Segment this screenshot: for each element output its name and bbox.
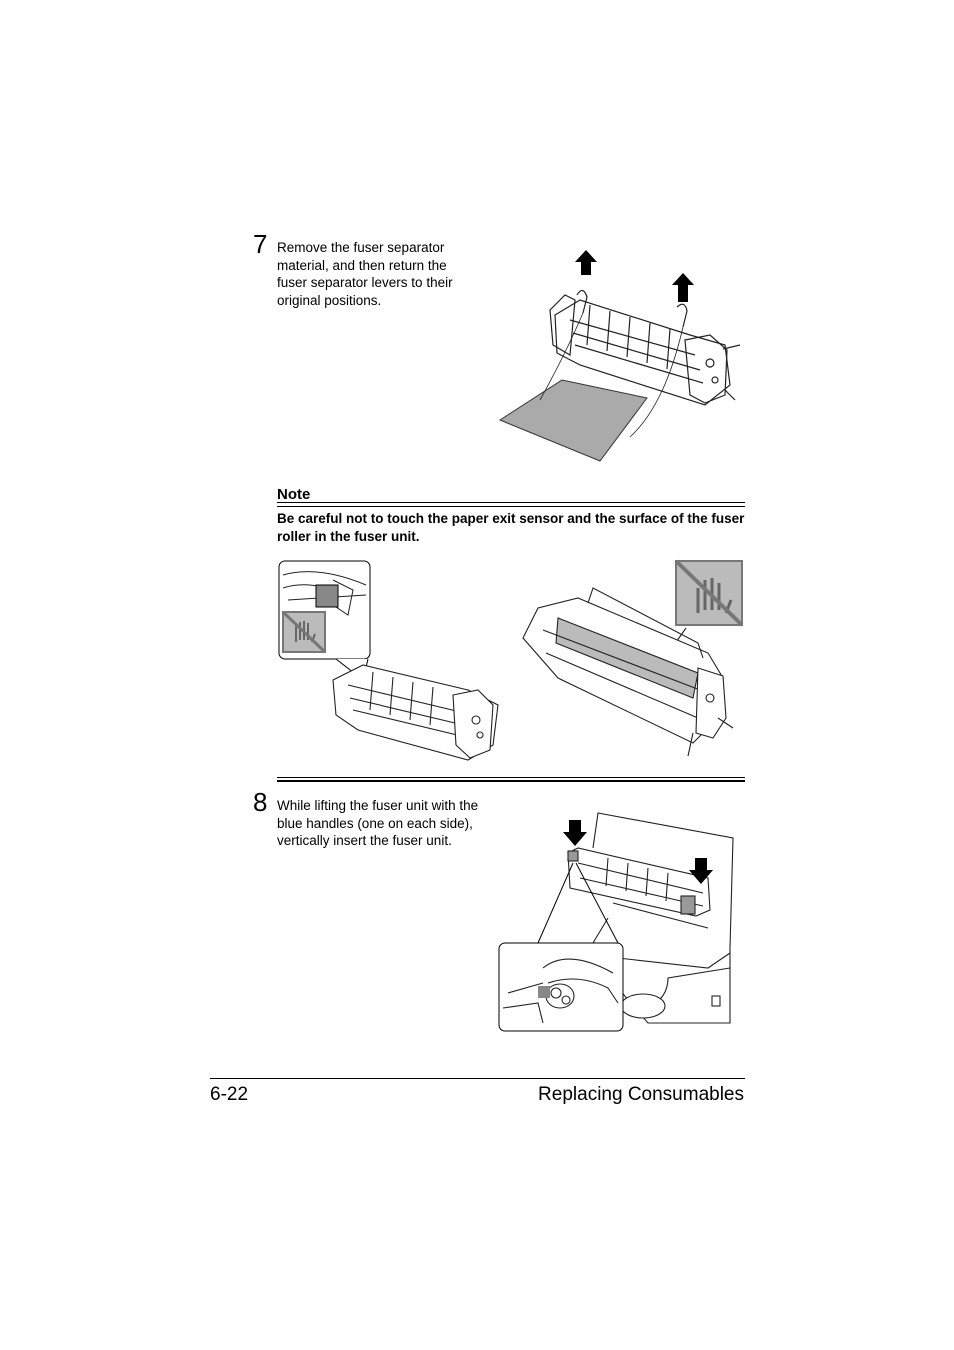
step-8-text: While lifting the fuser unit with the bl…: [277, 798, 479, 849]
note-top-rule-2: [277, 506, 745, 507]
up-arrow-icon: [672, 273, 694, 302]
note-bottom-rule-2: [277, 780, 745, 782]
down-arrow-icon: [689, 858, 713, 884]
step-7-number: 7: [253, 229, 268, 259]
no-touch-hand-icon: [281, 610, 327, 654]
step-7-text: Remove the fuser separator material, and…: [277, 240, 453, 308]
figure-do-not-touch-roller: [522, 559, 744, 757]
footer-section-title: Replacing Consumables: [538, 1084, 744, 1105]
figure-fuser-separator-removal: [498, 250, 741, 462]
separator-sheet: [498, 379, 648, 462]
no-touch-hand-icon: [674, 559, 744, 627]
up-arrow-icon: [575, 250, 597, 275]
footer-rule: [210, 1078, 745, 1079]
step-8-number: 8: [253, 787, 268, 817]
figure-do-not-touch-sensor: [278, 560, 499, 761]
fuser-unit-drawing: [539, 289, 741, 438]
note-bottom-rule: [277, 777, 745, 778]
down-arrow-icon: [563, 820, 587, 846]
note-title: Note: [277, 486, 311, 503]
figure-insert-fuser-unit: [498, 812, 734, 1032]
note-text: Be careful not to touch the paper exit s…: [277, 511, 745, 544]
footer-page-number: 6-22: [210, 1084, 249, 1105]
note-top-rule: [277, 502, 745, 503]
